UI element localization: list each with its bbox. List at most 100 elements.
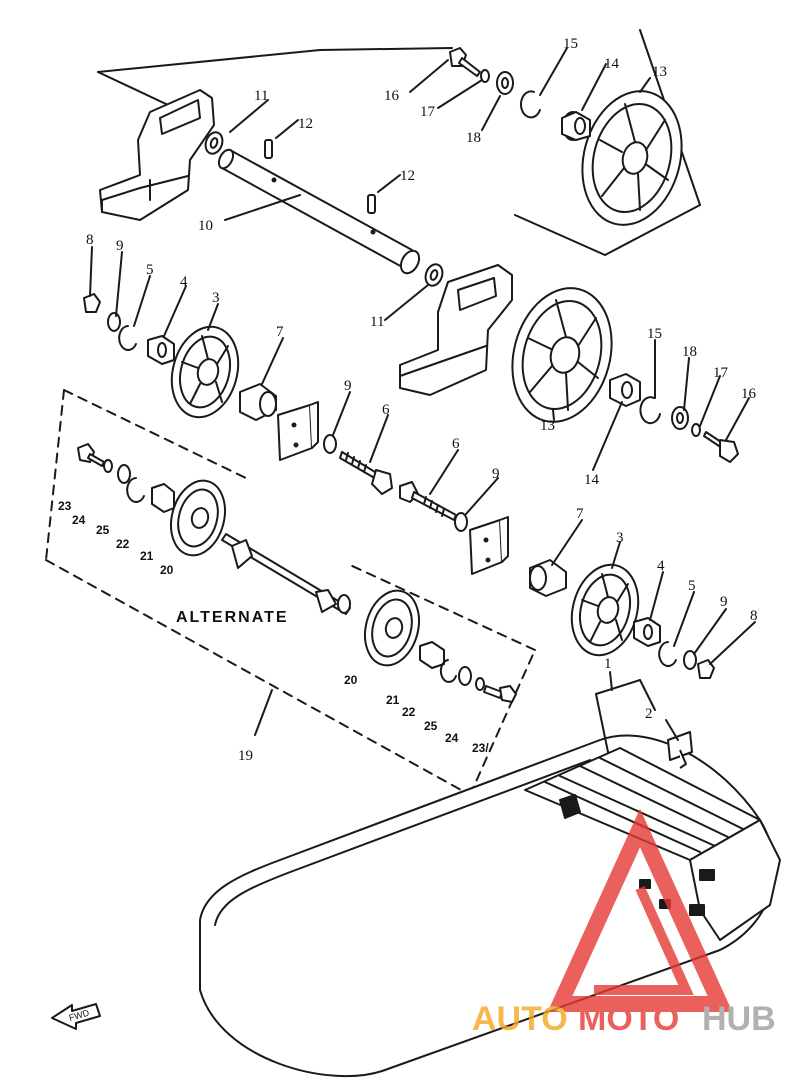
wheel-bearing bbox=[609, 373, 641, 407]
snap-ring bbox=[118, 325, 137, 351]
idler-bearing bbox=[151, 483, 175, 513]
callout-11: 11 bbox=[254, 88, 268, 104]
hex-bolt bbox=[483, 685, 517, 703]
idler-wheel bbox=[170, 325, 240, 419]
spacer-plate bbox=[469, 516, 509, 575]
callout-3: 3 bbox=[212, 290, 220, 306]
callout-14: 14 bbox=[604, 56, 620, 72]
mounting-bolt bbox=[339, 451, 393, 495]
right-mounting-bracket bbox=[399, 264, 513, 396]
callout-23: 23 bbox=[58, 499, 72, 513]
lock-washer bbox=[480, 69, 490, 83]
lock-washer bbox=[103, 459, 113, 473]
callout-24: 24 bbox=[72, 513, 86, 527]
collar bbox=[529, 559, 567, 597]
idler-bearing bbox=[147, 335, 175, 365]
alternate-idler-wheel bbox=[364, 589, 420, 667]
callout-25: 25 bbox=[424, 719, 438, 733]
snap-ring bbox=[658, 641, 677, 667]
lock-washer bbox=[475, 677, 485, 691]
callout-6: 6 bbox=[452, 436, 460, 452]
callout-5: 5 bbox=[146, 262, 154, 278]
bogie-wheel-large bbox=[511, 287, 613, 423]
callout-22: 22 bbox=[116, 537, 130, 551]
thrust-washer bbox=[424, 263, 444, 287]
nut bbox=[83, 293, 101, 313]
axle-shaft bbox=[217, 148, 421, 275]
flat-washer bbox=[671, 406, 689, 430]
callout-1: 1 bbox=[604, 656, 612, 672]
collar bbox=[239, 383, 277, 421]
callout-14: 14 bbox=[584, 472, 600, 488]
callout-24: 24 bbox=[445, 731, 459, 745]
flat-washer bbox=[683, 650, 697, 670]
callout-25: 25 bbox=[96, 523, 110, 537]
flat-washer bbox=[496, 71, 514, 95]
callout-16: 16 bbox=[741, 386, 757, 402]
callout-22: 22 bbox=[402, 705, 416, 719]
watermark-triangle-logo bbox=[547, 808, 733, 1012]
callout-13: 13 bbox=[652, 64, 667, 80]
callout-9: 9 bbox=[720, 594, 728, 610]
callout-15: 15 bbox=[647, 326, 662, 342]
roll-pin bbox=[264, 139, 273, 159]
alternate-label: ALTERNATE bbox=[176, 609, 289, 626]
alternate-axle bbox=[221, 533, 351, 615]
callout-7: 7 bbox=[576, 506, 584, 522]
flat-washer bbox=[458, 666, 472, 686]
callout-12: 12 bbox=[298, 116, 313, 132]
flat-washer bbox=[107, 312, 121, 332]
callout-18: 18 bbox=[682, 344, 697, 360]
callout-18: 18 bbox=[466, 130, 481, 146]
alternate-assembly-box bbox=[45, 389, 536, 796]
callout-7: 7 bbox=[276, 324, 284, 340]
hex-bolt bbox=[449, 47, 481, 77]
watermark-moto: MOTO bbox=[578, 1000, 679, 1038]
callout-16: 16 bbox=[384, 88, 400, 104]
callout-20: 20 bbox=[160, 563, 174, 577]
wheel-bearing bbox=[561, 111, 591, 141]
upper-assembly-outline bbox=[97, 29, 701, 256]
hex-bolt bbox=[703, 431, 739, 463]
snap-ring bbox=[439, 659, 457, 683]
callout-21: 21 bbox=[386, 693, 400, 707]
callout-3: 3 bbox=[616, 530, 624, 546]
callout-9: 9 bbox=[344, 378, 352, 394]
flat-washer bbox=[117, 464, 131, 484]
snap-ring bbox=[519, 90, 541, 119]
callout-20: 20 bbox=[344, 673, 358, 687]
callout-5: 5 bbox=[688, 578, 696, 594]
callout-8: 8 bbox=[750, 608, 758, 624]
hex-bolt bbox=[77, 443, 105, 467]
callout-13: 13 bbox=[540, 418, 555, 434]
callout-17: 17 bbox=[420, 104, 436, 120]
callout-23: 23/ bbox=[472, 741, 489, 755]
alternate-idler-wheel bbox=[170, 479, 226, 557]
callout-labels: 1 2 3 3 4 4 5 5 6 6 7 7 8 8 9 9 9 9 10 1… bbox=[58, 36, 758, 764]
watermark-hub: HUB bbox=[702, 1000, 776, 1038]
lock-washer bbox=[691, 423, 701, 437]
callout-9: 9 bbox=[492, 466, 500, 482]
slide-rail-frame bbox=[524, 747, 781, 941]
callout-11: 11 bbox=[370, 314, 384, 330]
watermark-auto: AUTO bbox=[472, 1000, 568, 1038]
callout-6: 6 bbox=[382, 402, 390, 418]
snap-ring bbox=[639, 396, 661, 425]
flat-washer bbox=[454, 512, 468, 532]
callout-4: 4 bbox=[657, 558, 665, 574]
leader-lines bbox=[89, 47, 756, 753]
clip-bracket bbox=[667, 731, 693, 769]
flat-washer bbox=[323, 434, 337, 454]
mounting-bolt bbox=[399, 481, 457, 521]
callout-8: 8 bbox=[86, 232, 94, 248]
callout-2: 2 bbox=[645, 706, 653, 722]
automotohub-watermark: AUTO MOTO HUB bbox=[472, 808, 776, 1038]
callout-9: 9 bbox=[116, 238, 124, 254]
spacer-plate bbox=[277, 401, 319, 461]
forward-arrow-icon: FWD bbox=[51, 1003, 101, 1030]
left-mounting-bracket bbox=[99, 89, 215, 221]
callout-17: 17 bbox=[713, 365, 729, 381]
callout-19: 19 bbox=[238, 748, 253, 764]
idler-bearing bbox=[633, 617, 661, 647]
